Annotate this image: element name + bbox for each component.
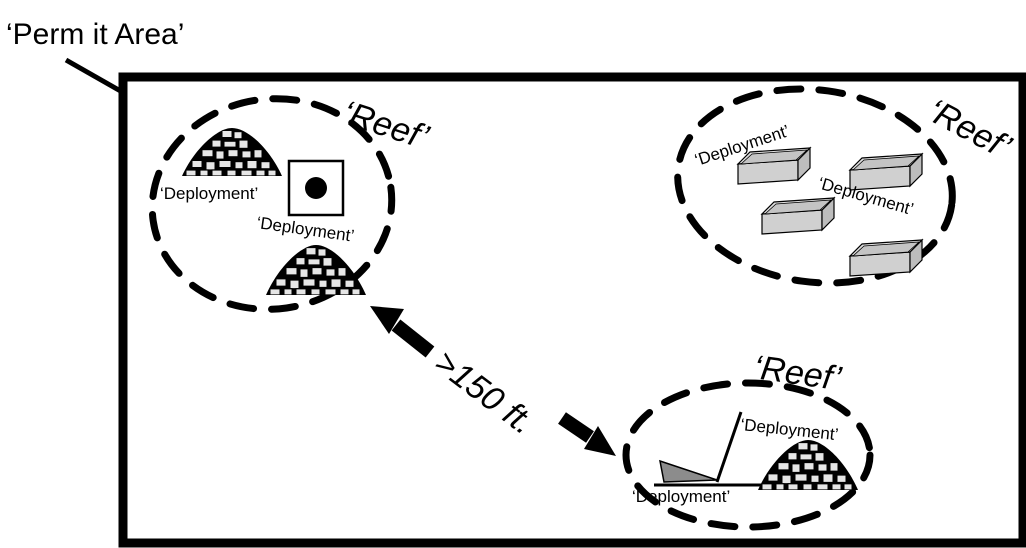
reef-label: ‘Reef’ [921,92,1017,167]
deployment-label: ‘Deployment’ [740,415,840,444]
distance-indicator: >150 ft. [370,306,616,456]
arrow-upper [370,306,435,358]
reef-module [287,159,345,217]
rubble-mound [758,440,858,490]
reef-boundary [148,95,396,313]
distance-label: >150 ft. [427,343,541,442]
reef-label: ‘Reef’ [338,93,434,157]
permit-area-pointer [64,57,126,96]
rubble-mound [266,245,366,295]
reef-label: ‘Reef’ [751,348,844,398]
permit-area-label: ‘Perm it Area’ [6,18,184,51]
deployment-label: ‘Deployment’ [632,487,730,506]
arrow-lower [558,412,616,456]
permit-area-boundary [118,72,1026,548]
reef-zone-1: ‘Reef’ ‘Deployment’ ‘Deployment’ [148,93,434,313]
reef-boundary [622,379,874,531]
wreck-module [654,411,768,487]
concrete-box-module [737,147,811,185]
reef-boundary [674,85,956,287]
reef-zone-2: ‘Reef’ ‘Deployment’ ‘Deployment’ [674,85,1017,287]
reef-zone-3: ‘Reef’ ‘Deployment’ ‘Deployment’ [622,348,874,531]
concrete-box-module [849,239,923,277]
rubble-mound [182,128,282,176]
deployment-label: ‘Deployment’ [255,213,355,245]
concrete-box-module [761,197,835,235]
deployment-label: ‘Deployment’ [160,184,258,203]
